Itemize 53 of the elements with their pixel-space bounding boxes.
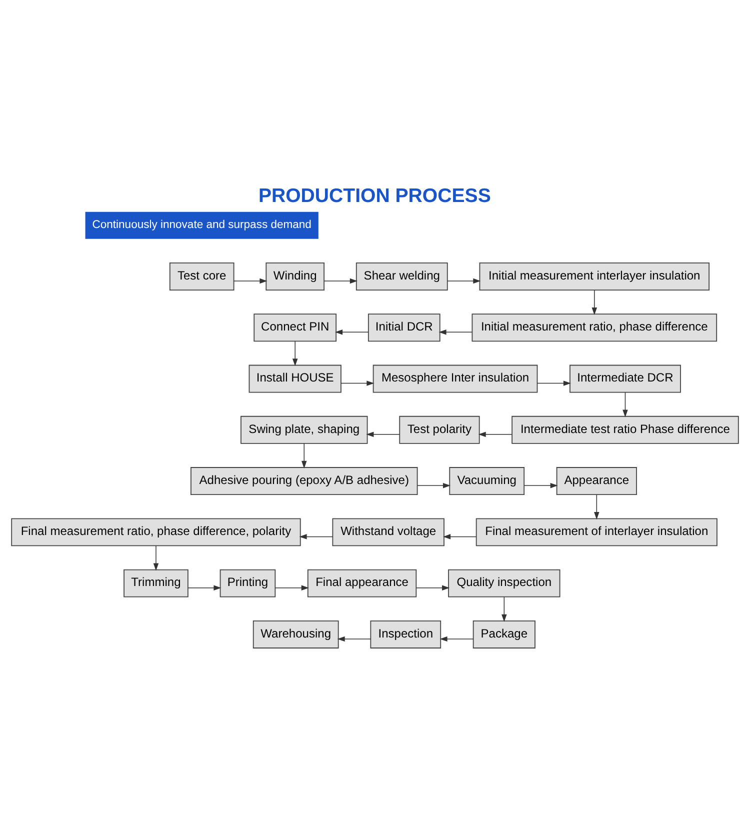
arrow (438, 330, 472, 335)
arrow (366, 432, 400, 438)
node-box: Warehousing (252, 620, 339, 648)
node-box: Vacuuming (449, 467, 525, 496)
arrow (299, 534, 334, 540)
node-box: Intermediate test ratio Phase difference (512, 416, 739, 444)
arrow (447, 278, 481, 284)
arrow (275, 585, 309, 590)
node-box: Printing (220, 569, 276, 598)
arrow (417, 482, 451, 488)
node-box: Adhesive pouring (epoxy A/B adhesive) (190, 467, 418, 496)
arrow (524, 482, 558, 488)
diagram-title: PRODUCTION PROCESS (258, 184, 491, 207)
node-box: Initial measurement ratio, phase difference (472, 314, 718, 342)
label: Continuously innovate and surpass demand (92, 219, 312, 231)
node-box: Install HOUSE (248, 364, 342, 393)
arrow (536, 380, 571, 386)
node-box: Intermediate DCR (570, 364, 681, 393)
node-box: Trimming (124, 569, 188, 598)
node-box: Package (472, 620, 536, 648)
arrow (337, 636, 371, 642)
arrow (292, 340, 298, 366)
node-box: Quality inspection (448, 569, 560, 598)
node-box: Test polarity (399, 416, 480, 444)
node-box: Initial DCR (368, 314, 440, 342)
node-box: Swing plate, shaping (240, 416, 368, 444)
node-box: Inspection (370, 620, 442, 648)
node-box: Shear welding (356, 262, 448, 290)
node-box: Mesosphere Inter insulation (372, 364, 538, 393)
node-box: Initial measurement interlayer insulation (479, 262, 710, 290)
arrow (594, 494, 600, 520)
node-box: Winding (266, 262, 324, 290)
node-box: Appearance (556, 467, 637, 496)
arrow (416, 585, 450, 590)
node-box: Connect PIN (254, 314, 337, 342)
node-box: Withstand voltage (332, 518, 444, 546)
arrow (502, 596, 507, 622)
arrow (324, 278, 358, 284)
arrow (234, 278, 268, 284)
node-box: Test core (169, 262, 234, 290)
arrow (440, 636, 474, 642)
arrow (340, 380, 374, 386)
arrow (478, 432, 512, 438)
node-box: Final measurement ratio, phase difference, polarity (11, 518, 301, 546)
arrow (622, 392, 628, 418)
node-box: Final appearance (307, 569, 417, 598)
node-box: Final measurement of interlayer insulation (476, 518, 718, 546)
arrow (335, 330, 368, 335)
arrow (188, 585, 222, 590)
arrow (153, 546, 159, 571)
arrow (302, 443, 307, 468)
arrow (443, 534, 476, 540)
arrow (592, 290, 598, 316)
